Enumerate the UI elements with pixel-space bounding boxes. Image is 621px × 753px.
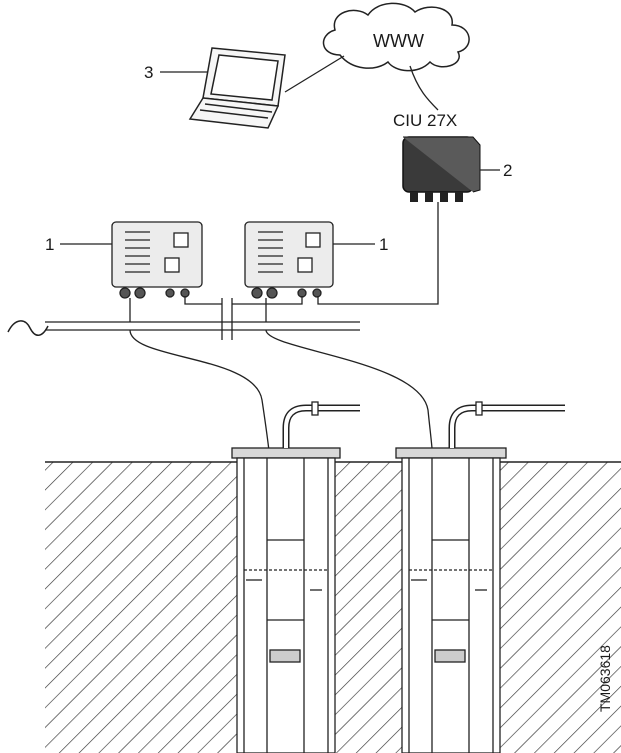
ground-hatching [45,461,621,753]
callout-3: 3 [144,63,154,82]
callout-2: 2 [503,161,513,180]
drawing-number: TM063618 [597,645,613,712]
controller-box-right [244,221,334,299]
callout-1-left: 1 [45,235,55,254]
ciu-module-icon [402,136,481,202]
borehole-left [231,401,360,753]
callout-1-right: 1 [379,235,389,254]
cloud-icon [322,2,470,72]
callout-leaders [60,71,500,245]
borehole-right [395,401,565,753]
wiring [45,55,439,461]
ciu-model-label: CIU 27X [393,111,458,130]
ac-power-symbol-icon [7,320,49,336]
laptop-icon [188,47,286,129]
cloud-label: WWW [373,31,424,51]
controller-box-left [111,221,203,299]
